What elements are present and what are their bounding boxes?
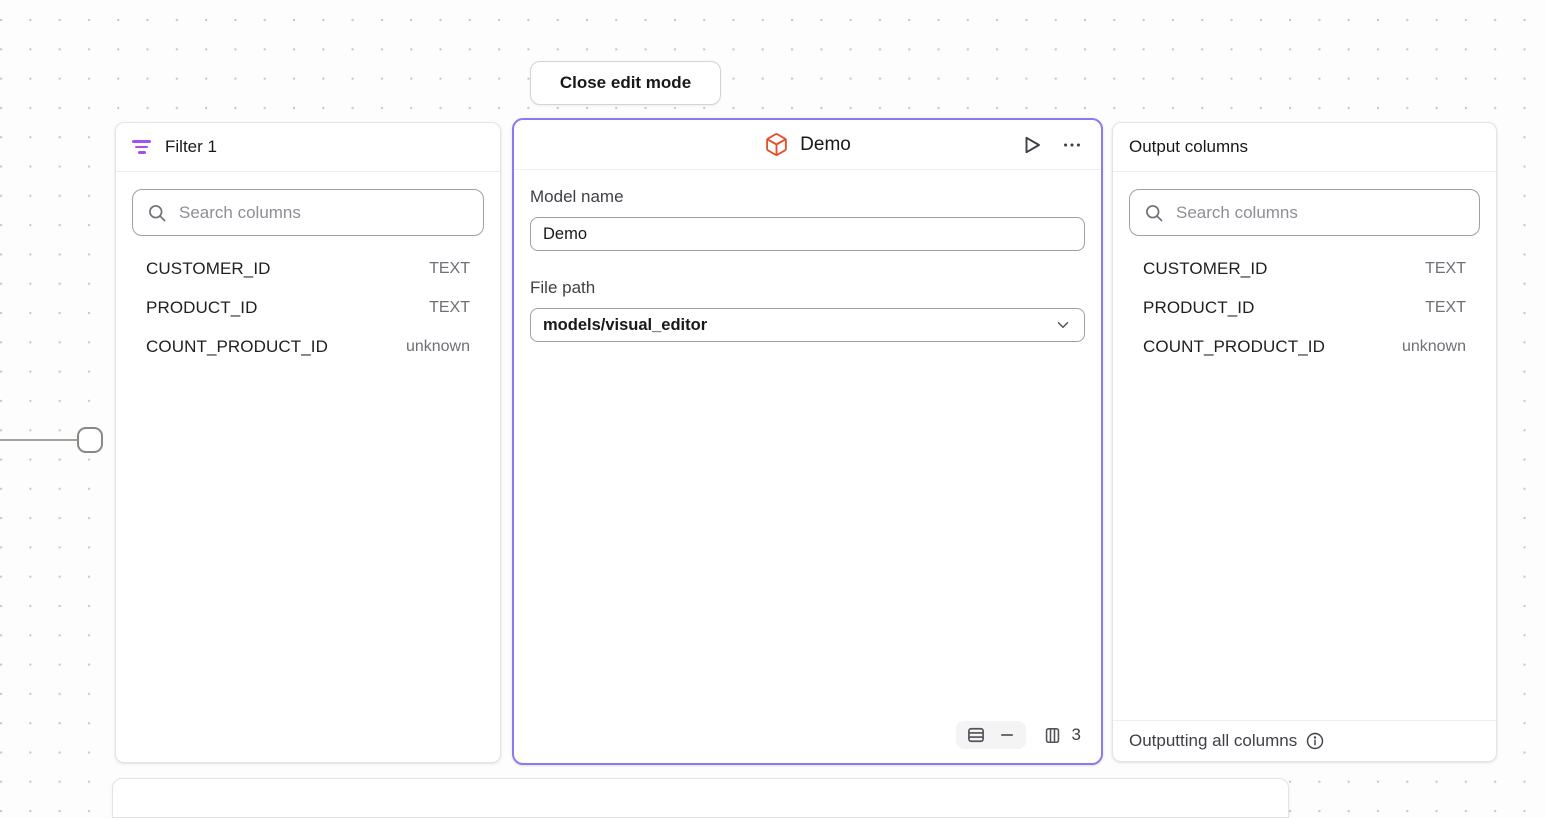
column-name: COUNT_PRODUCT_ID [1143,336,1326,356]
column-name: PRODUCT_ID [1143,297,1255,317]
filter-column-list: CUSTOMER_ID TEXT PRODUCT_ID TEXT COUNT_PRODU… [132,249,484,366]
play-icon [1025,136,1040,153]
model-panel-title: Demo [800,133,851,155]
output-search-box[interactable] [1129,189,1480,236]
column-type: unknown [1401,337,1466,355]
filter-search-input[interactable] [179,202,469,223]
ellipsis-icon [1064,142,1080,147]
bottom-node-panel[interactable] [112,778,1289,818]
column-type: TEXT [1425,298,1466,316]
column-count-badge: 3 [1043,725,1081,746]
output-panel-title: Output columns [1129,137,1249,156]
search-icon [147,203,167,223]
run-model-button[interactable] [1020,133,1044,157]
file-path-label: File path [530,278,596,297]
connector-handle[interactable] [77,427,103,453]
search-icon [1144,203,1164,223]
output-column-list: CUSTOMER_ID TEXT PRODUCT_ID TEXT COUNT_PRODU… [1129,249,1480,366]
rows-icon [966,725,986,745]
file-path-select[interactable]: models/visual_editor [530,308,1085,342]
filter-search-box[interactable] [132,189,484,236]
close-edit-mode-button[interactable]: Close edit mode [530,61,721,105]
model-cube-icon [764,132,789,157]
column-row[interactable]: CUSTOMER_ID TEXT [1129,249,1480,288]
filter-panel-header: Filter 1 [116,123,500,172]
model-node-panel[interactable]: Demo Model name File path models/visual_… [512,118,1103,765]
column-row[interactable]: PRODUCT_ID TEXT [132,288,484,327]
column-name: PRODUCT_ID [146,297,258,317]
more-options-button[interactable] [1061,134,1083,156]
model-name-label: Model name [530,187,624,206]
column-type: unknown [405,337,470,355]
filter-icon [132,140,151,154]
output-footer-text: Outputting all columns [1129,731,1298,750]
column-type: TEXT [429,259,470,277]
model-panel-header: Demo [514,120,1101,170]
column-name: CUSTOMER_ID [1143,258,1268,278]
connector-edge [0,439,78,441]
column-type: TEXT [1425,259,1466,277]
row-count-badge [955,721,1026,749]
column-count-value: 3 [1071,725,1081,744]
filter-node-panel[interactable]: Filter 1 CUSTOMER_ID TEXT PRODUCT_ID TEXT CO… [115,122,501,763]
column-name: COUNT_PRODUCT_ID [146,336,329,356]
output-columns-panel: Output columns CUSTOMER_IDTEXTPRODUCT_ID… [1112,122,1497,762]
info-icon[interactable] [1305,731,1325,751]
output-panel-header: Output columns [1113,123,1496,172]
column-row[interactable]: COUNT_PRODUCT_ID unknown [1129,327,1480,366]
column-row[interactable]: COUNT_PRODUCT_ID unknown [132,327,484,366]
columns-icon [1043,725,1062,746]
file-path-value: models/visual_editor [543,315,708,334]
column-row[interactable]: PRODUCT_ID TEXT [1129,288,1480,327]
column-type: TEXT [429,298,470,316]
column-name: CUSTOMER_ID [146,258,271,278]
chevron-down-icon [1054,316,1072,334]
model-name-input[interactable] [530,217,1085,251]
minus-icon [998,726,1016,744]
column-row[interactable]: CUSTOMER_ID TEXT [132,249,484,288]
filter-panel-title: Filter 1 [165,137,217,156]
output-search-input[interactable] [1176,202,1465,223]
